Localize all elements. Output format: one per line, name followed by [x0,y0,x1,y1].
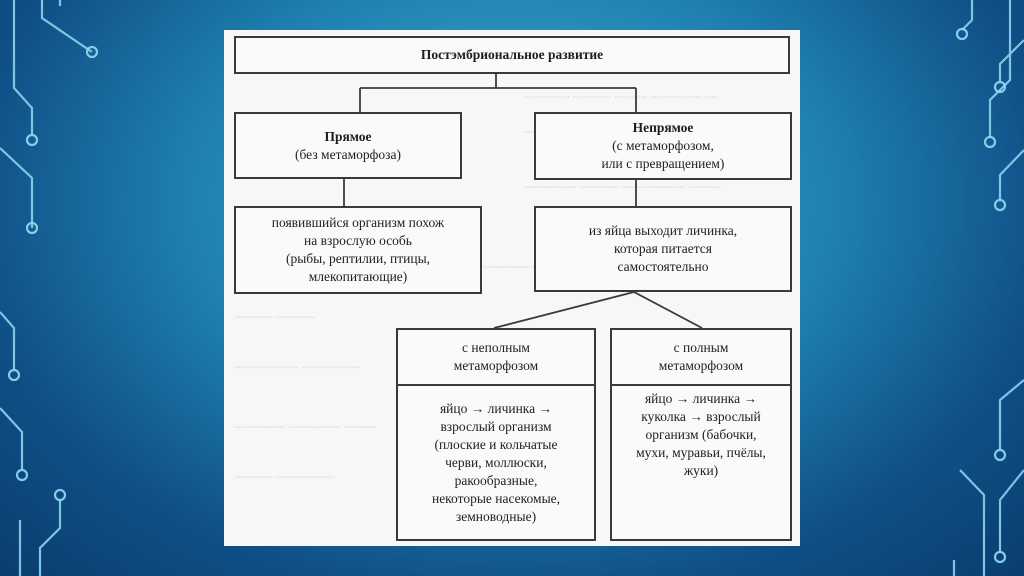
complete-desc-line: куколка → взрослый [641,409,761,424]
incomplete-desc-line: земноводные) [455,508,537,524]
direct-title: Прямое [324,128,372,144]
scanned-page: ~~~~ ~~~~~~ ~~~ ~~~~~~~~~ ~~~~~~ ~~~~~~~… [224,30,800,546]
incomplete-metamorphosis-box: с неполным метаморфозом яйцо → личинка →… [396,328,596,541]
complete-desc-line: яйцо → личинка → [644,391,758,406]
direct-desc-line: на взрослую особь [304,233,412,248]
complete-title-cell: с полным метаморфозом [612,330,790,386]
complete-title-line: с полным [673,340,729,355]
indirect-development-box: Непрямое (с метаморфозом, или с превраще… [534,112,792,180]
incomplete-desc-line: черви, моллюски, [445,454,547,470]
incomplete-desc-line: (плоские и кольчатые [434,436,558,452]
indirect-subtitle-line: (с метаморфозом, [612,138,714,153]
indirect-description-box: из яйца выходит личинка, которая питаетс… [534,206,792,292]
direct-subtitle: (без метаморфоза) [294,146,401,162]
direct-desc-line: млекопитающие) [308,269,408,284]
incomplete-desc-line: взрослый организм [440,418,552,434]
indirect-title: Непрямое [632,120,694,135]
complete-desc-line: организм (бабочки, [645,427,757,442]
root-label: Постэмбриональное развитие [420,47,604,62]
complete-desc-line: мухи, муравьи, пчёлы, [636,445,766,460]
root-box: Постэмбриональное развитие [234,36,790,74]
complete-metamorphosis-box: с полным метаморфозом яйцо → личинка → к… [610,328,792,541]
direct-desc-line: появившийся организм похож [271,215,445,230]
complete-title-line: метаморфозом [658,358,744,373]
indirect-desc-line: которая питается [613,241,712,256]
indirect-desc-line: самостоятельно [617,259,709,274]
incomplete-title-cell: с неполным метаморфозом [398,330,594,386]
direct-desc-line: (рыбы, рептилии, птицы, [285,251,431,266]
indirect-desc-line: из яйца выходит личинка, [588,223,738,238]
complete-desc-line: жуки) [683,463,719,478]
incomplete-desc-line: ракообразные, [454,472,538,488]
complete-desc-cell: яйцо → личинка → куколка → взрослый орга… [612,386,790,539]
incomplete-desc-line: яйцо → личинка → [439,400,553,416]
incomplete-desc-cell: яйцо → личинка → взрослый организм (плос… [398,386,594,539]
incomplete-title-line: метаморфозом [453,358,539,373]
connector-lines [343,73,703,329]
direct-development-box: Прямое (без метаморфоза) [234,112,462,179]
direct-description-box: появившийся организм похож на взрослую о… [234,206,482,294]
incomplete-title-line: с неполным [462,340,530,355]
indirect-subtitle-line: или с превращением) [601,156,725,171]
incomplete-desc-line: некоторые насекомые, [431,490,561,506]
